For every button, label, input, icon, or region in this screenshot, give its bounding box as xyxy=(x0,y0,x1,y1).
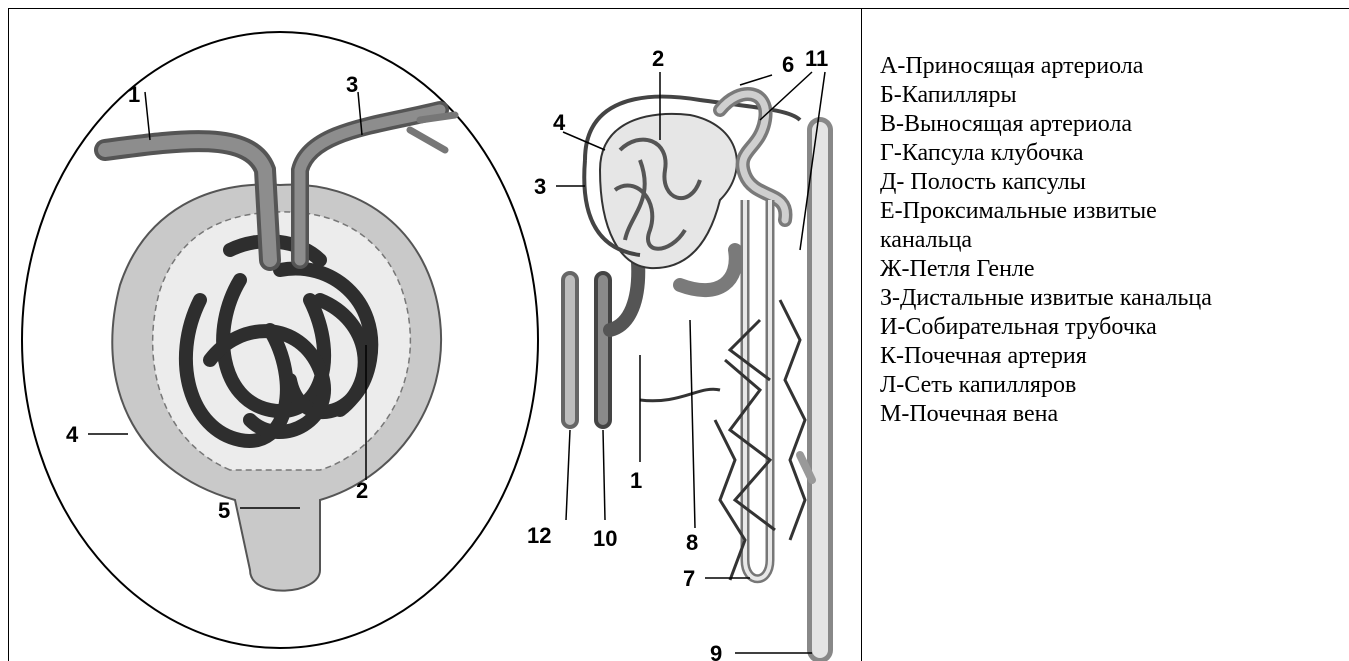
legend-item: Б-Капилляры xyxy=(880,81,1340,110)
legend-item: И-Собирательная трубочка xyxy=(880,313,1340,342)
column-divider xyxy=(861,8,862,661)
legend-item: Г-Капсула клубочка xyxy=(880,139,1340,168)
mid-label-12: 12 xyxy=(527,523,551,548)
mid-label-1: 1 xyxy=(630,468,642,493)
legend-item: Д- Полость капсулы xyxy=(880,168,1340,197)
mid-label-9: 9 xyxy=(710,641,722,661)
mid-label-8: 8 xyxy=(686,530,698,555)
nephron-illustration: 1 3 4 5 2 xyxy=(0,0,861,661)
legend-item: канальца xyxy=(880,226,1340,255)
mid-label-2: 2 xyxy=(652,46,664,71)
legend-item: Ж-Петля Генле xyxy=(880,255,1340,284)
mid-label-7: 7 xyxy=(683,566,695,591)
legend-item: Е-Проксимальные извитые xyxy=(880,197,1340,226)
left-label-3: 3 xyxy=(346,72,358,97)
legend-item: В-Выносящая артериола xyxy=(880,110,1340,139)
peritubular-capillaries xyxy=(640,300,805,580)
left-label-1: 1 xyxy=(128,82,140,107)
legend-item: А-Приносящая артериола xyxy=(880,52,1340,81)
mid-label-6: 6 xyxy=(782,52,794,77)
mid-label-10: 10 xyxy=(593,526,617,551)
left-label-4: 4 xyxy=(66,422,79,447)
nephron-diagram: 2 6 11 4 3 1 12 10 8 7 9 xyxy=(527,46,828,661)
legend-item: М-Почечная вена xyxy=(880,400,1340,429)
left-label-5: 5 xyxy=(218,498,230,523)
glomerulus-diagram: 1 3 4 5 2 xyxy=(22,32,538,648)
legend-item: З-Дистальные извитые канальца xyxy=(880,284,1340,313)
mid-label-4: 4 xyxy=(553,110,566,135)
mid-label-11: 11 xyxy=(805,46,828,71)
left-label-2: 2 xyxy=(356,478,368,503)
mid-label-3: 3 xyxy=(534,174,546,199)
legend-item: К-Почечная артерия xyxy=(880,342,1340,371)
legend-item: Л-Сеть капилляров xyxy=(880,371,1340,400)
legend-list: А-Приносящая артериола Б-Капилляры В-Вын… xyxy=(880,52,1340,429)
